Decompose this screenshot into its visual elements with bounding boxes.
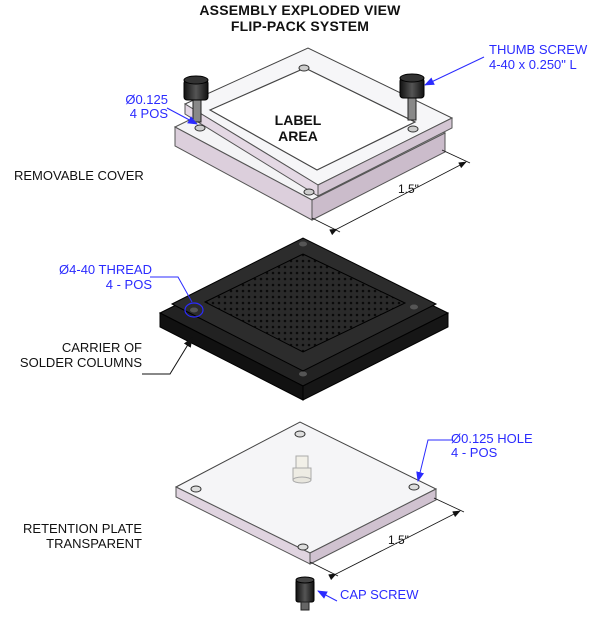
thumb-screw-callout-line1: THUMB SCREW (489, 42, 588, 57)
thumb-screw-icon (399, 73, 425, 121)
cap-screw-icon (295, 576, 315, 611)
thread-callout-line2: 4 - POS (105, 277, 152, 292)
label-area-line2: AREA (278, 128, 318, 144)
label-area-text: LABEL AREA (268, 112, 328, 144)
cover-hole-count: 4 POS (129, 106, 168, 121)
retention-dimension-label: 1.5" (388, 533, 409, 547)
diagram-title-line1: ASSEMBLY EXPLODED VIEW (199, 2, 401, 18)
retention-hole-callout-line1: Ø0.125 HOLE (451, 431, 533, 446)
retention-hole-callout-line2: 4 - POS (451, 445, 498, 460)
label-area-line1: LABEL (274, 112, 322, 128)
thread-callout-line1: Ø4-40 THREAD (59, 262, 152, 277)
thumb-screw-callout-line2: 4-40 x 0.250" L (489, 57, 577, 72)
retention-plate-label-line2: TRANSPARENT (46, 536, 142, 551)
cover-dimension-label: 1.5" (398, 182, 419, 196)
solder-column-carrier (158, 237, 450, 401)
thumb-screw-icon (183, 75, 209, 123)
carrier-label-line2: SOLDER COLUMNS (19, 355, 142, 370)
removable-cover-label: REMOVABLE COVER (14, 168, 144, 183)
retention-plate-label-line1: RETENTION PLATE (23, 521, 142, 536)
carrier-label-line1: CARRIER OF (61, 340, 142, 355)
standoff-icon (292, 455, 312, 484)
cap-screw-label: CAP SCREW (340, 587, 419, 602)
cover-hole-dia: Ø0.125 (125, 92, 168, 107)
diagram-title-line2: FLIP-PACK SYSTEM (230, 18, 370, 34)
